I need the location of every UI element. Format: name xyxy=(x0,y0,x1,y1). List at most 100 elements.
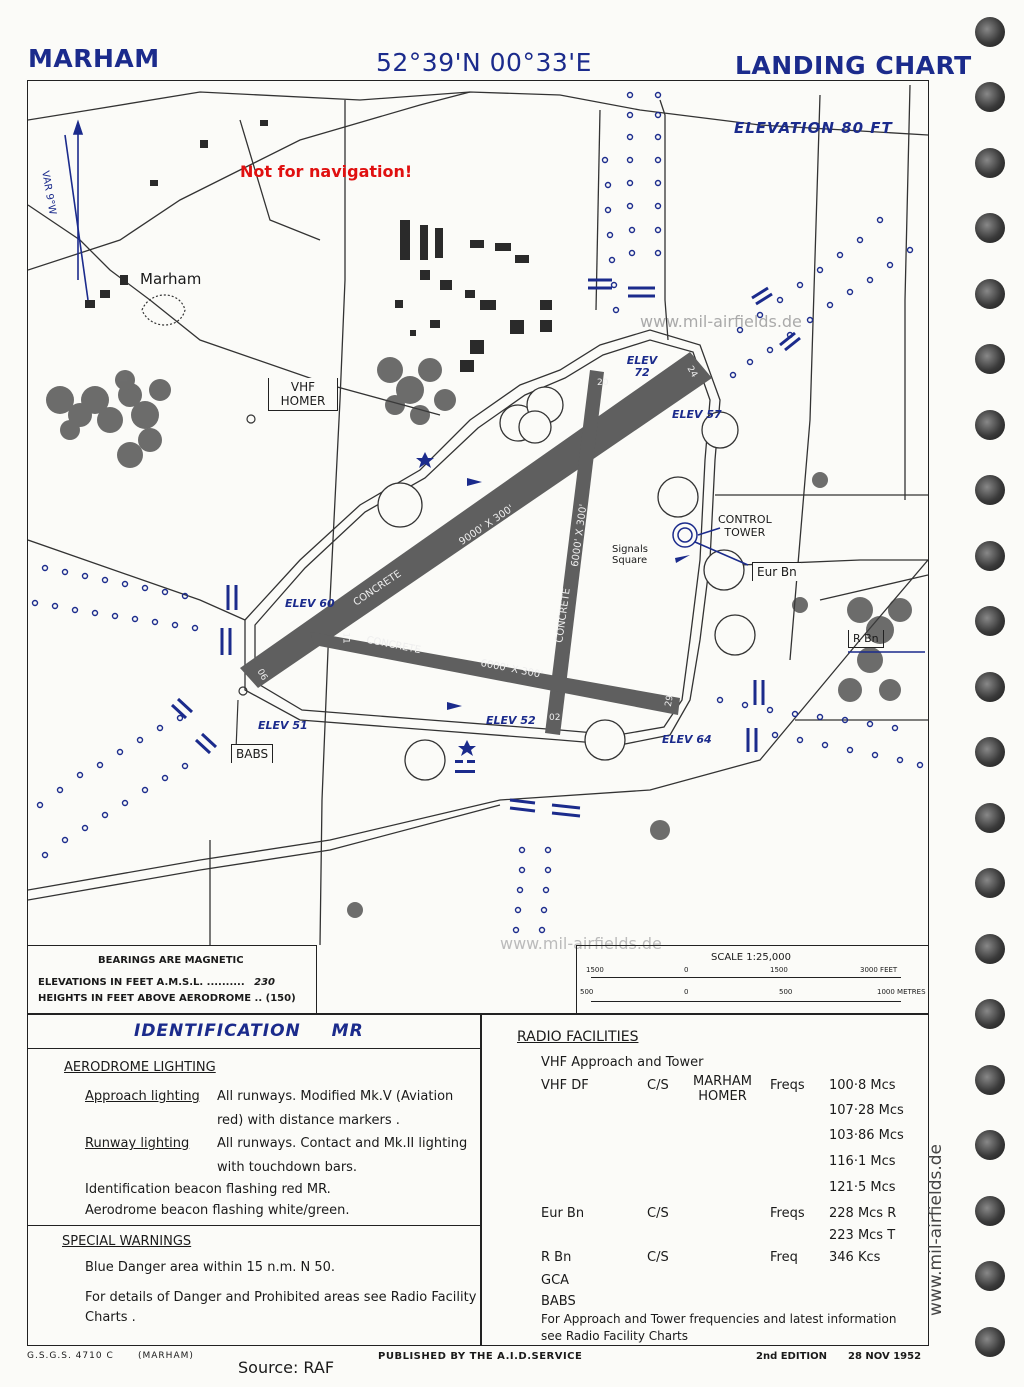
coordinates: 52°39'N 00°33'E xyxy=(376,48,592,77)
radio-note-1: For Approach and Tower frequencies and l… xyxy=(541,1312,897,1326)
runway-end-20: 20 xyxy=(597,378,609,388)
df-freq-4: 116·1 Mcs xyxy=(829,1154,896,1169)
scale-m-tick-1: 0 xyxy=(684,988,689,996)
village-marham: Marham xyxy=(140,270,202,288)
scale-bar-metres xyxy=(591,1001,901,1002)
warning-details-2: Charts . xyxy=(85,1310,136,1325)
vhf-df-label: VHF DF xyxy=(541,1078,589,1093)
runway-end-02: 02 xyxy=(549,713,561,723)
legend-box: BEARINGS ARE MAGNETIC ELEVATIONS IN FEET… xyxy=(28,945,317,1014)
eur-bn-callsign: C/S xyxy=(647,1206,669,1221)
ident-rule xyxy=(28,1048,480,1049)
signals-square-line1: Signals xyxy=(612,544,648,555)
publisher: PUBLISHED BY THE A.I.D.SERVICE xyxy=(378,1351,583,1362)
legend-elevations: ELEVATIONS IN FEET A.M.S.L. .......... 2… xyxy=(38,977,275,988)
legend-heights-value: (150) xyxy=(265,993,296,1004)
scale-feet-tick-2: 1500 xyxy=(770,966,788,974)
approach-lighting-text-1: All runways. Modified Mk.V (Aviation xyxy=(217,1089,454,1104)
radio-note-2: see Radio Facility Charts xyxy=(541,1329,688,1343)
identification-title: IDENTIFICATION MR xyxy=(134,1021,364,1041)
vhf-homer-line2: HOMER xyxy=(280,394,326,408)
legend-elevations-value: 230 xyxy=(254,977,275,988)
scale-bar-feet xyxy=(591,977,901,978)
edition-date: 28 NOV 1952 xyxy=(848,1351,922,1362)
r-bn-freq-label: Freq xyxy=(770,1250,798,1265)
r-bn-callsign: C/S xyxy=(647,1250,669,1265)
footer-name: (MARHAM) xyxy=(138,1351,194,1361)
elev-64: ELEV 64 xyxy=(662,733,712,746)
gca: GCA xyxy=(541,1273,570,1288)
legend-heights-text: HEIGHTS IN FEET ABOVE AERODROME .. xyxy=(38,993,263,1004)
warnings-rule xyxy=(28,1225,480,1226)
identification-code: MR xyxy=(331,1021,364,1041)
scale-m-tick-2: 500 xyxy=(779,988,793,996)
warning-danger-area: Blue Danger area within 15 n.m. N 50. xyxy=(85,1260,336,1275)
scale-box: SCALE 1:25,000 1500 0 1500 3000 FEET 500… xyxy=(576,945,929,1014)
warning-details-1: For details of Danger and Prohibited are… xyxy=(85,1290,477,1305)
control-tower-line1: CONTROL xyxy=(718,513,772,526)
signals-square-label: Signals Square xyxy=(612,544,648,566)
column-divider xyxy=(480,1013,482,1346)
eur-bn-label: Eur Bn xyxy=(752,562,801,581)
side-watermark: www.mil-airfields.de xyxy=(926,1143,946,1317)
chart-title: LANDING CHART xyxy=(735,51,972,80)
elev-57: ELEV 57 xyxy=(672,408,722,421)
eur-freq-r: 228 Mcs R xyxy=(829,1206,897,1221)
scale-m-tick-0: 500 xyxy=(580,988,594,996)
identification-beacon: Identification beacon flashing red MR. xyxy=(85,1182,331,1197)
control-tower-label: CONTROL TOWER xyxy=(718,513,772,539)
elev-72: ELEV 72 xyxy=(626,354,658,379)
control-tower-line2: TOWER xyxy=(724,526,766,539)
warnings-heading: SPECIAL WARNINGS xyxy=(62,1234,192,1249)
eur-freq-t: 223 Mcs T xyxy=(829,1228,896,1243)
vhf-homer-label: VHF HOMER xyxy=(268,378,338,411)
elevation-label: ELEVATION 80 FT xyxy=(734,119,893,137)
aerodrome-beacon: Aerodrome beacon flashing white/green. xyxy=(85,1203,350,1218)
aerodrome-map xyxy=(28,84,928,945)
runway-lighting-label: Runway lighting xyxy=(85,1136,190,1151)
df-freq-5: 121·5 Mcs xyxy=(829,1180,896,1195)
scale-m-tick-3: 1000 METRES xyxy=(877,988,926,996)
not-for-navigation: Not for navigation! xyxy=(240,162,413,181)
runway-lighting-text-1: All runways. Contact and Mk.II lighting xyxy=(217,1136,468,1151)
scale-feet-tick-3: 3000 FEET xyxy=(860,966,898,974)
legend-heights: HEIGHTS IN FEET ABOVE AERODROME .. (150) xyxy=(38,993,296,1004)
scale-feet-tick-0: 1500 xyxy=(586,966,604,974)
df-freq-1: 100·8 Mcs xyxy=(829,1078,896,1093)
source-label: Source: RAF xyxy=(238,1358,335,1377)
elev-52: ELEV 52 xyxy=(486,714,536,727)
elev-60: ELEV 60 xyxy=(285,597,335,610)
runway-lighting-text-2: with touchdown bars. xyxy=(217,1160,358,1175)
df-freqs-label: Freqs xyxy=(770,1078,805,1093)
babs-radio: BABS xyxy=(541,1294,576,1309)
legend-bearings: BEARINGS ARE MAGNETIC xyxy=(98,955,244,966)
scale-feet-tick-1: 0 xyxy=(684,966,689,974)
r-bn-radio: R Bn xyxy=(541,1250,572,1265)
aerodrome-name: MARHAM xyxy=(28,44,160,73)
legend-divider xyxy=(28,1013,928,1015)
approach-lighting-label: Approach lighting xyxy=(85,1089,200,1104)
scale-title: SCALE 1:25,000 xyxy=(711,952,791,963)
lighting-heading: AERODROME LIGHTING xyxy=(64,1060,216,1075)
df-freq-2: 107·28 Mcs xyxy=(829,1103,904,1118)
elev-51: ELEV 51 xyxy=(258,719,308,732)
identification-word: IDENTIFICATION xyxy=(134,1021,301,1041)
gsgs-ref: G.S.G.S. 4710 C xyxy=(27,1351,114,1361)
radio-heading: RADIO FACILITIES xyxy=(517,1029,639,1045)
eur-bn-freqs-label: Freqs xyxy=(770,1206,805,1221)
vhf-approach-tower: VHF Approach and Tower xyxy=(541,1055,704,1070)
chart-frame xyxy=(27,80,929,1346)
marham-homer-line1: MARHAM xyxy=(693,1074,753,1089)
vhf-df-callsign: C/S xyxy=(647,1078,669,1093)
edition: 2nd EDITION xyxy=(756,1351,827,1362)
vhf-homer-line1: VHF xyxy=(290,380,316,394)
r-bn-label: R Bn xyxy=(848,630,884,648)
df-freq-3: 103·86 Mcs xyxy=(829,1128,904,1143)
marham-homer: MARHAM HOMER xyxy=(693,1074,752,1104)
watermark-map: www.mil-airfields.de xyxy=(640,312,802,331)
legend-elevations-text: ELEVATIONS IN FEET A.M.S.L. .......... xyxy=(38,977,245,988)
runway-end-29: 29 xyxy=(663,694,676,708)
marham-homer-line2: HOMER xyxy=(698,1089,747,1104)
eur-bn-radio: Eur Bn xyxy=(541,1206,585,1221)
watermark-legend: www.mil-airfields.de xyxy=(500,934,662,953)
